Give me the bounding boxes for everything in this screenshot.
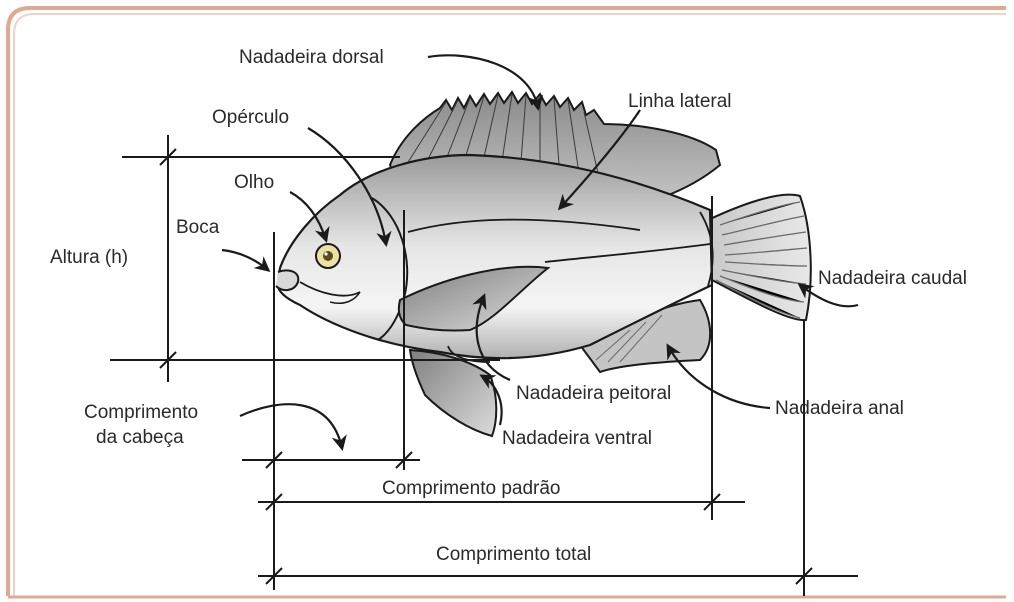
label-total-length: Comprimento total bbox=[436, 544, 591, 565]
ventral-fin bbox=[410, 350, 496, 436]
label-dorsal-fin: Nadadeira dorsal bbox=[239, 47, 384, 68]
label-anal-fin: Nadadeira anal bbox=[775, 398, 904, 419]
eye-highlight bbox=[324, 252, 327, 255]
label-height: Altura (h) bbox=[50, 247, 128, 268]
label-ventral-fin: Nadadeira ventral bbox=[502, 428, 652, 449]
label-opercle: Opérculo bbox=[212, 107, 289, 128]
label-mouth: Boca bbox=[176, 217, 220, 238]
eye-pupil bbox=[323, 251, 333, 261]
label-head-length-line2: da cabeça bbox=[96, 427, 184, 448]
label-lateral-line: Linha lateral bbox=[628, 91, 732, 112]
head-length-arrow bbox=[240, 404, 342, 448]
label-eye: Olho bbox=[234, 172, 274, 193]
mouth bbox=[276, 270, 298, 290]
label-standard-length: Comprimento padrão bbox=[382, 478, 560, 499]
label-pectoral-fin: Nadadeira peitoral bbox=[516, 383, 671, 404]
mouth-arrow bbox=[222, 250, 268, 270]
label-head-length-line1: Comprimento bbox=[84, 402, 198, 423]
label-caudal-fin: Nadadeira caudal bbox=[818, 268, 967, 289]
